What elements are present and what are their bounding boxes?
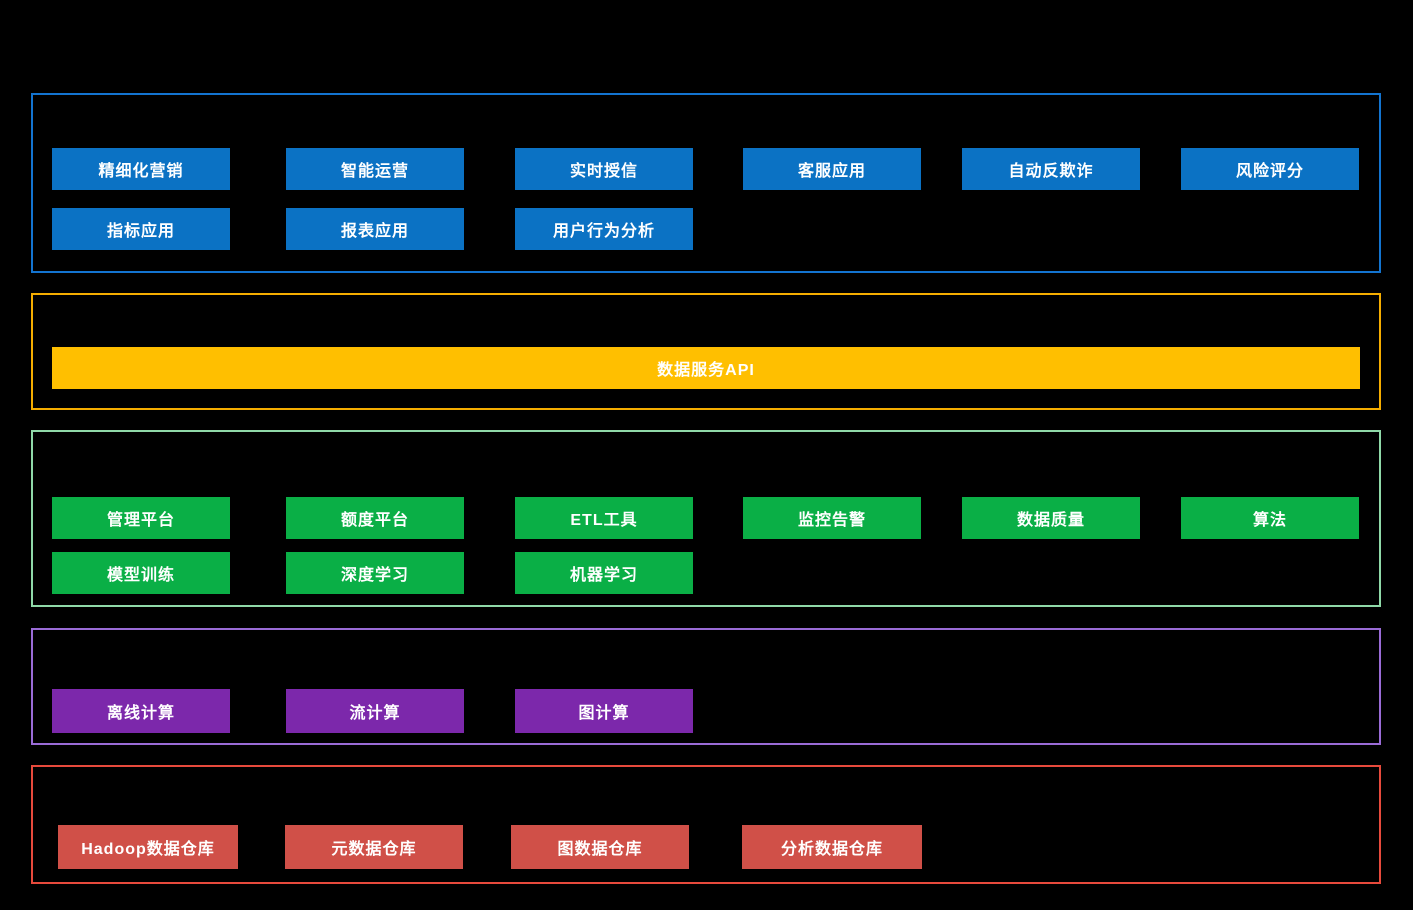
node-risk-scoring: 风险评分 [1181,148,1359,190]
node-graph-computing: 图计算 [515,689,693,733]
node-hadoop-data-warehouse: Hadoop数据仓库 [58,825,238,869]
computing-layer: 离线计算 流计算 图计算 [31,628,1381,745]
node-report-app: 报表应用 [286,208,464,250]
node-data-quality: 数据质量 [962,497,1140,539]
node-offline-computing: 离线计算 [52,689,230,733]
node-algorithms: 算法 [1181,497,1359,539]
node-quota-platform: 额度平台 [286,497,464,539]
node-user-behavior-analysis: 用户行为分析 [515,208,693,250]
node-deep-learning: 深度学习 [286,552,464,594]
node-analytics-data-warehouse: 分析数据仓库 [742,825,922,869]
node-metrics-app: 指标应用 [52,208,230,250]
node-etl-tools: ETL工具 [515,497,693,539]
node-smart-operations: 智能运营 [286,148,464,190]
application-layer: 精细化营销 智能运营 实时授信 客服应用 自动反欺诈 风险评分 指标应用 报表应… [31,93,1381,273]
storage-layer: Hadoop数据仓库 元数据仓库 图数据仓库 分析数据仓库 [31,765,1381,884]
node-customer-service-app: 客服应用 [743,148,921,190]
node-management-platform: 管理平台 [52,497,230,539]
node-data-service-api: 数据服务API [52,347,1360,389]
node-realtime-credit: 实时授信 [515,148,693,190]
node-model-training: 模型训练 [52,552,230,594]
platform-tools-layer: 管理平台 额度平台 ETL工具 监控告警 数据质量 算法 模型训练 深度学习 机… [31,430,1381,607]
node-graph-data-warehouse: 图数据仓库 [511,825,689,869]
node-precision-marketing: 精细化营销 [52,148,230,190]
node-monitoring-alerts: 监控告警 [743,497,921,539]
data-service-api-layer: 数据服务API [31,293,1381,410]
node-stream-computing: 流计算 [286,689,464,733]
node-auto-anti-fraud: 自动反欺诈 [962,148,1140,190]
node-machine-learning: 机器学习 [515,552,693,594]
node-metadata-warehouse: 元数据仓库 [285,825,463,869]
